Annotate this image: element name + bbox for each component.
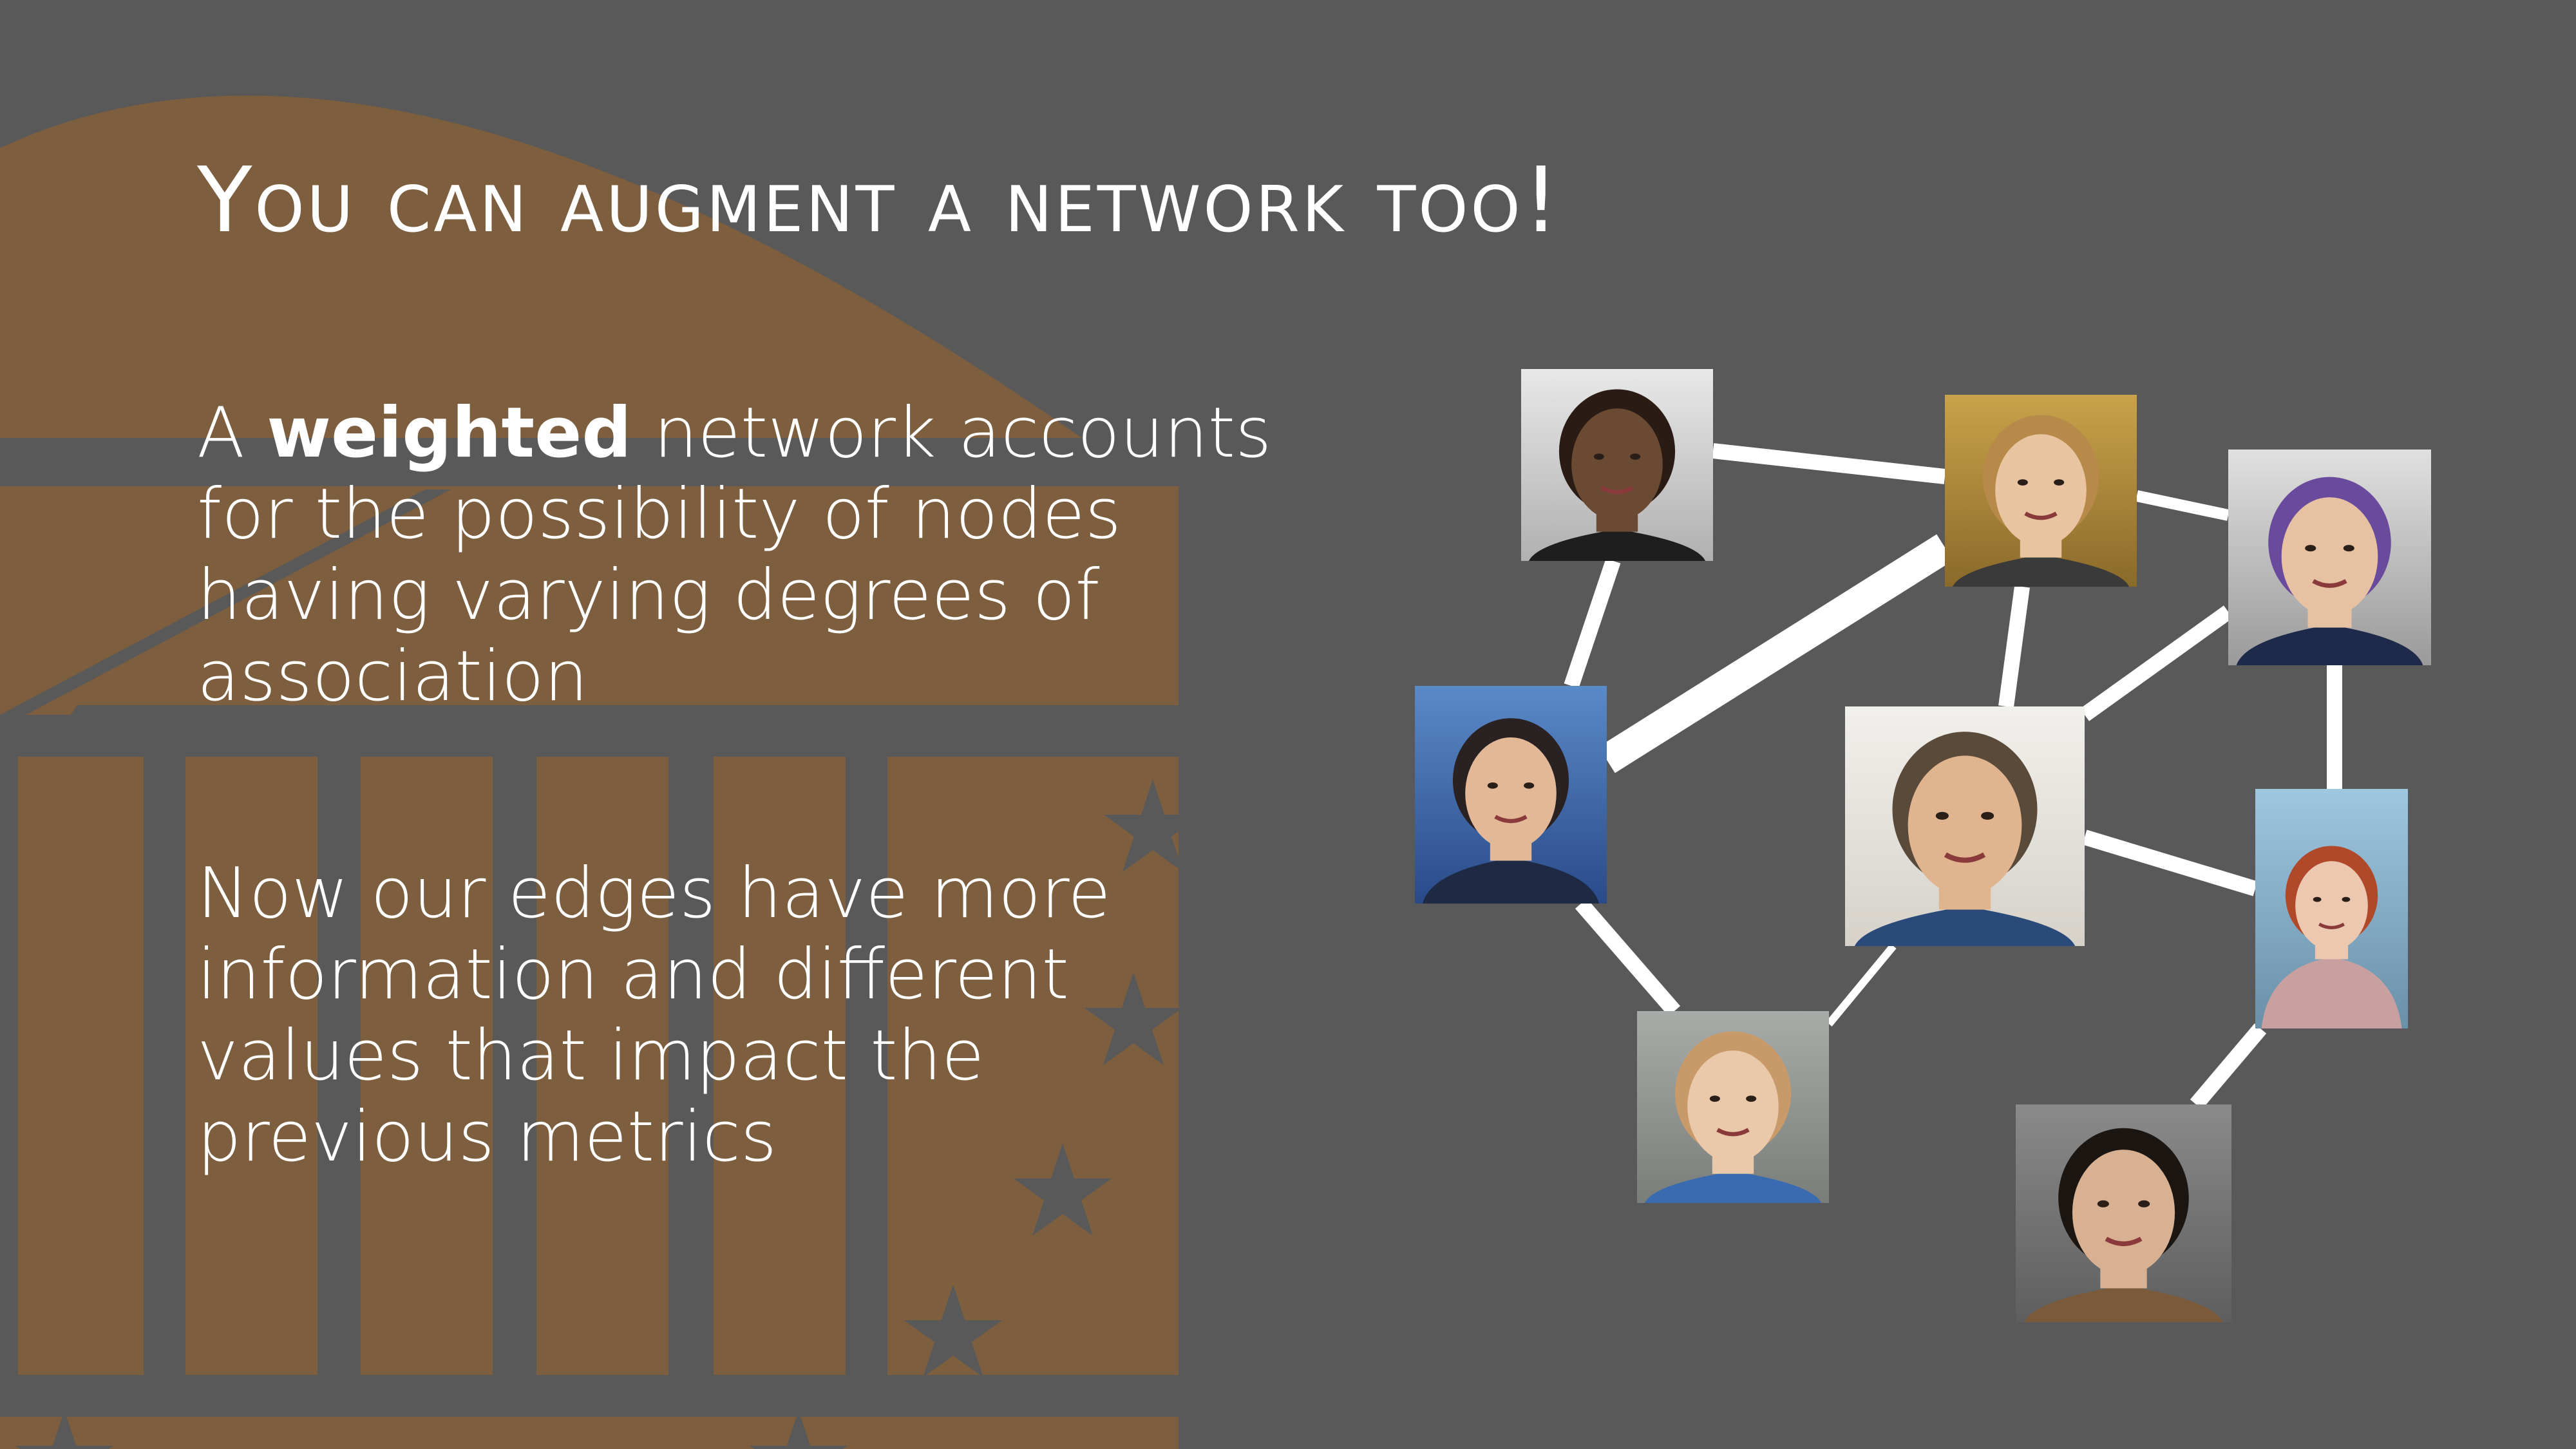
eye-shape <box>1524 782 1535 789</box>
mouth-shape <box>1600 486 1634 495</box>
node-n3-person-photo <box>2228 450 2431 665</box>
face-shape <box>2072 1150 2175 1276</box>
edge-n4-n6 <box>1575 898 1681 1016</box>
eye-shape <box>2342 896 2351 902</box>
face-shape <box>2281 497 2378 616</box>
shoulders-shape <box>1644 1171 1822 1203</box>
edge-n2-n3 <box>2136 490 2230 521</box>
eye-shape <box>1746 1095 1757 1102</box>
edge-n2-n5 <box>1998 585 2030 708</box>
eye-shape <box>2017 479 2028 486</box>
paragraph1-prefix: A <box>197 393 267 473</box>
mouth-shape <box>1944 852 1986 863</box>
eye-shape <box>2138 1200 2150 1208</box>
eye-shape <box>2097 1200 2109 1208</box>
shoulders-shape <box>1952 554 2130 587</box>
eye-shape <box>2313 896 2322 902</box>
paragraph1-bold-word: weighted <box>267 393 632 473</box>
edge-n1-n2 <box>1712 443 1946 484</box>
mouth-shape <box>1494 815 1528 824</box>
eye-shape <box>1709 1095 1720 1102</box>
node-n5-person-photo <box>1845 706 2085 946</box>
eye-shape <box>2343 545 2354 552</box>
face-shape <box>2295 861 2368 951</box>
paragraph-edges-info: Now our edges have more information and … <box>197 853 1111 1177</box>
slide-title: You can augment a network too! <box>197 148 1562 253</box>
face-shape <box>1687 1050 1779 1163</box>
edge-n5-n7 <box>2082 829 2258 896</box>
paragraph-weighted-network: A weighted network accounts for the poss… <box>197 393 1292 717</box>
mouth-shape <box>1716 1128 1750 1137</box>
edge-n7-n8 <box>2190 1023 2267 1110</box>
node-n8-person-photo <box>2016 1104 2231 1322</box>
shoulders-shape <box>1422 858 1600 904</box>
face-shape <box>1908 755 2022 896</box>
shoulders-shape <box>2236 625 2423 665</box>
edge-n1-n4 <box>1564 558 1621 688</box>
eye-shape <box>2305 545 2316 552</box>
mouth-shape <box>2318 922 2345 930</box>
mouth-shape <box>2105 1236 2143 1246</box>
edge-n5-n6 <box>1826 943 1897 1027</box>
shoulders-shape <box>2024 1285 2223 1322</box>
mouth-shape <box>2024 511 2058 520</box>
shoulders-shape <box>1854 906 2076 946</box>
node-n1-person-photo <box>1521 369 1713 561</box>
shoulders-shape <box>2261 957 2402 1028</box>
shoulders-shape <box>1528 529 1706 561</box>
paragraph1-suffix: network accounts for the possibility of … <box>197 393 1272 717</box>
eye-shape <box>1593 453 1604 460</box>
node-n6-person-photo <box>1637 1011 1829 1203</box>
node-n2-person-photo <box>1945 395 2137 587</box>
eye-shape <box>1935 811 1949 820</box>
eye-shape <box>1630 453 1641 460</box>
edge-n2-n4 <box>1598 534 1953 773</box>
mouth-shape <box>2312 579 2347 588</box>
edge-n3-n5 <box>2080 605 2233 721</box>
eye-shape <box>1487 782 1498 789</box>
face-shape <box>1465 737 1557 849</box>
eye-shape <box>2054 479 2065 486</box>
node-n4-person-photo <box>1415 686 1607 904</box>
face-shape <box>1571 408 1663 521</box>
node-n7-person-photo <box>2255 789 2408 1028</box>
face-shape <box>1995 434 2087 547</box>
eye-shape <box>1981 811 1994 820</box>
